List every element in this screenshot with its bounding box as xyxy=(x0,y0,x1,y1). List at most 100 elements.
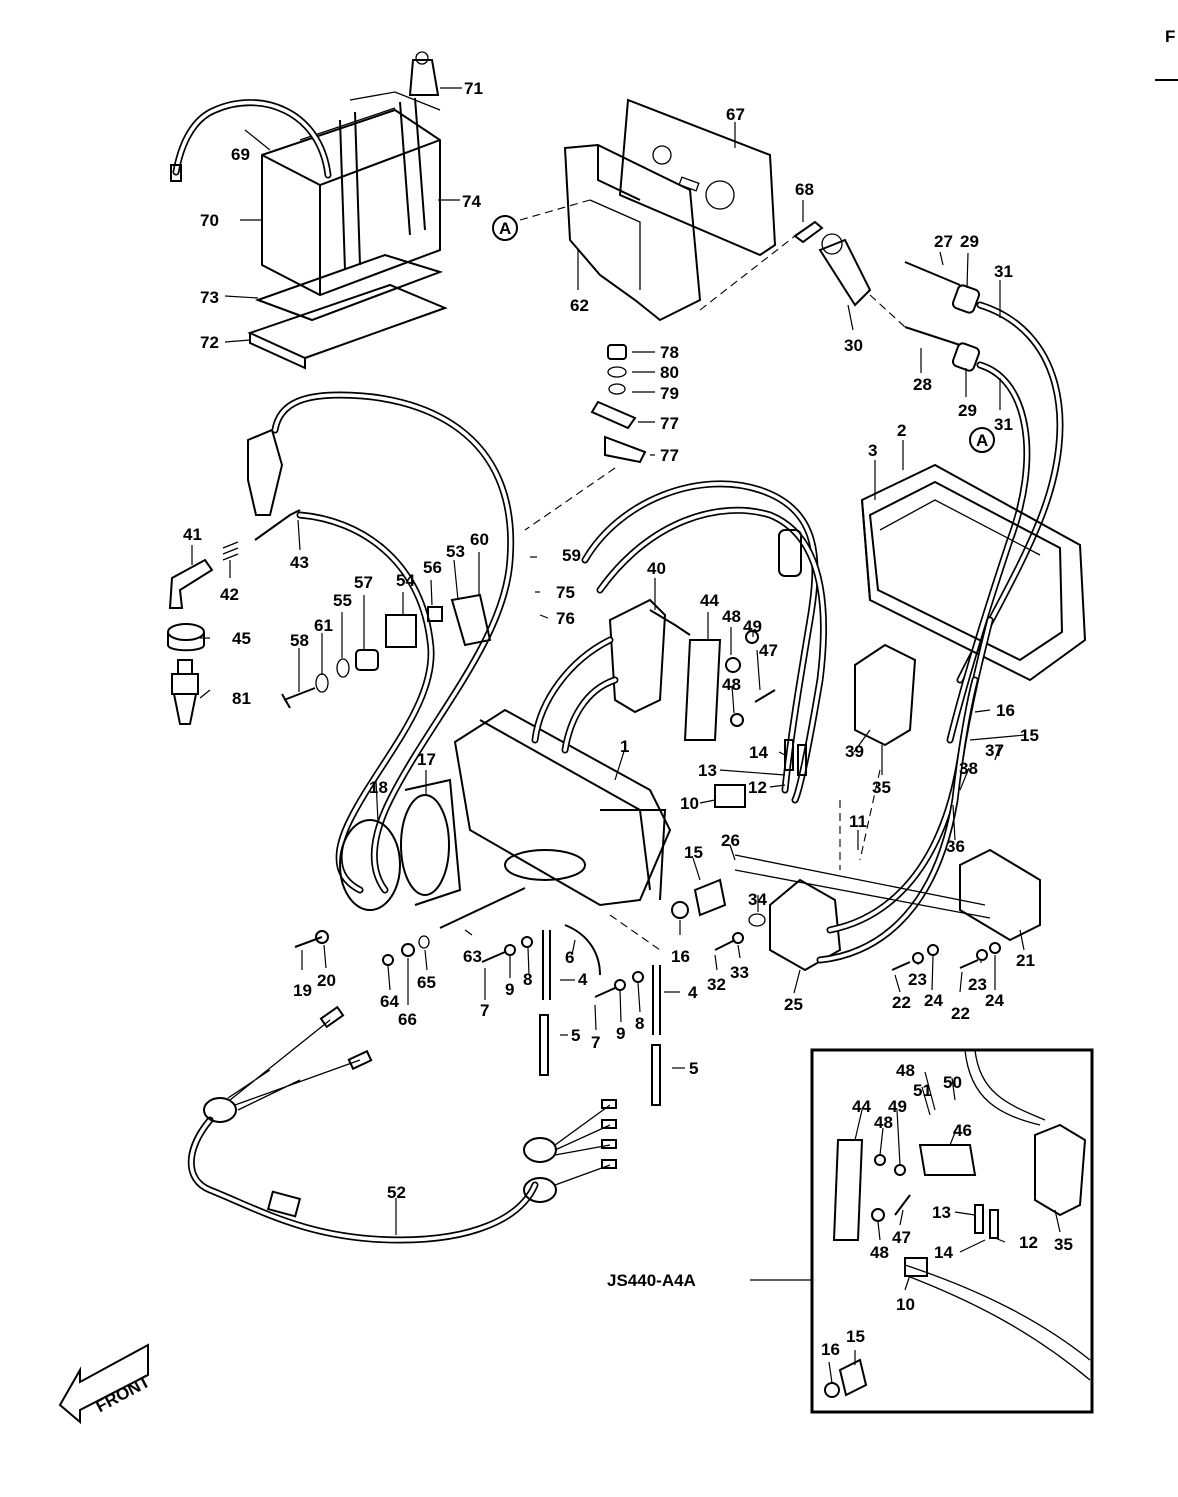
callout-48: 48 xyxy=(722,607,741,626)
callout-72: 72 xyxy=(200,333,219,352)
fasteners xyxy=(294,887,1001,1106)
callout-23: 23 xyxy=(968,975,987,994)
callout-5: 5 xyxy=(571,1026,580,1045)
callout-55: 55 xyxy=(333,591,352,610)
callout-29: 29 xyxy=(960,232,979,251)
callout-40: 40 xyxy=(647,559,666,578)
ref-mark-a: A xyxy=(976,431,988,450)
callout-29: 29 xyxy=(958,401,977,420)
callout-12: 12 xyxy=(1019,1233,1038,1252)
callout-3: 3 xyxy=(868,441,877,460)
ref-mark-a: A xyxy=(499,219,511,238)
callout-53: 53 xyxy=(446,542,465,561)
callout-14: 14 xyxy=(749,743,768,762)
callout-51: 51 xyxy=(913,1081,932,1100)
callout-20: 20 xyxy=(317,971,336,990)
callout-23: 23 xyxy=(908,970,927,989)
callout-22: 22 xyxy=(951,1004,970,1023)
callout-7: 7 xyxy=(480,1001,489,1020)
callout-77: 77 xyxy=(660,414,679,433)
callout-48: 48 xyxy=(722,675,741,694)
callout-13: 13 xyxy=(698,761,717,780)
callout-56: 56 xyxy=(423,558,442,577)
callout-14: 14 xyxy=(934,1243,953,1262)
callout-28: 28 xyxy=(913,375,932,394)
callout-78: 78 xyxy=(660,343,679,362)
callout-31: 31 xyxy=(994,415,1013,434)
callout-57: 57 xyxy=(354,573,373,592)
callout-63: 63 xyxy=(463,947,482,966)
callout-64: 64 xyxy=(380,992,399,1011)
callout-5: 5 xyxy=(689,1059,698,1078)
callout-32: 32 xyxy=(707,975,726,994)
callout-13: 13 xyxy=(932,1203,951,1222)
main-harness xyxy=(187,1005,617,1244)
callout-66: 66 xyxy=(398,1010,417,1029)
callout-21: 21 xyxy=(1016,951,1035,970)
callout-69: 69 xyxy=(231,145,250,164)
callout-36: 36 xyxy=(946,837,965,856)
callout-19: 19 xyxy=(293,981,312,1000)
callout-75: 75 xyxy=(556,583,575,602)
callout-77: 77 xyxy=(660,446,679,465)
callout-26: 26 xyxy=(721,831,740,850)
callout-15: 15 xyxy=(846,1327,865,1346)
callout-47: 47 xyxy=(892,1228,911,1247)
callout-2: 2 xyxy=(897,421,906,440)
electric-box-cover xyxy=(860,463,1087,682)
ref-mark-circle xyxy=(492,215,518,241)
callout-41: 41 xyxy=(183,525,202,544)
callout-31: 31 xyxy=(994,262,1013,281)
leader-lines xyxy=(191,87,1061,1384)
callout-6: 6 xyxy=(565,948,574,967)
callout-81: 81 xyxy=(232,689,251,708)
ref-mark-circle xyxy=(969,427,995,453)
callout-25: 25 xyxy=(784,995,803,1014)
corner-mark: F xyxy=(1165,27,1175,46)
callout-35: 35 xyxy=(1054,1235,1073,1254)
callout-43: 43 xyxy=(290,553,309,572)
callout-44: 44 xyxy=(700,591,719,610)
terminal-hardware xyxy=(524,344,647,531)
callout-47: 47 xyxy=(759,641,778,660)
callout-16: 16 xyxy=(671,947,690,966)
callout-labels: 71 69 70 74 73 72 67 68 62 27 29 31 30 2… xyxy=(183,79,1073,1359)
callout-70: 70 xyxy=(200,211,219,230)
callout-35: 35 xyxy=(872,778,891,797)
callout-44: 44 xyxy=(852,1097,871,1116)
callout-39: 39 xyxy=(845,742,864,761)
callout-24: 24 xyxy=(985,991,1004,1010)
callout-54: 54 xyxy=(396,571,415,590)
callout-33: 33 xyxy=(730,963,749,982)
callout-16: 16 xyxy=(821,1340,840,1359)
callout-42: 42 xyxy=(220,585,239,604)
callout-17: 17 xyxy=(417,750,436,769)
callout-46: 46 xyxy=(953,1121,972,1140)
callout-22: 22 xyxy=(892,993,911,1012)
callout-12: 12 xyxy=(748,778,767,797)
callout-38: 38 xyxy=(959,759,978,778)
callout-65: 65 xyxy=(417,973,436,992)
callout-59: 59 xyxy=(562,546,581,565)
callout-1: 1 xyxy=(620,737,629,756)
callout-48: 48 xyxy=(870,1243,889,1262)
ignition-components xyxy=(167,391,515,894)
callout-73: 73 xyxy=(200,288,219,307)
callout-8: 8 xyxy=(635,1014,644,1033)
callout-9: 9 xyxy=(616,1024,625,1043)
callout-18: 18 xyxy=(369,778,388,797)
callout-61: 61 xyxy=(314,616,333,635)
mounting-bracket xyxy=(519,98,824,322)
front-arrow xyxy=(58,1343,149,1425)
callout-67: 67 xyxy=(726,105,745,124)
callout-10: 10 xyxy=(680,794,699,813)
callout-15: 15 xyxy=(1020,726,1039,745)
callout-7: 7 xyxy=(591,1033,600,1052)
callout-4: 4 xyxy=(688,983,698,1002)
callout-34: 34 xyxy=(748,890,767,909)
callout-76: 76 xyxy=(556,609,575,628)
callout-4: 4 xyxy=(578,970,588,989)
callout-49: 49 xyxy=(888,1097,907,1116)
callout-16: 16 xyxy=(996,701,1015,720)
